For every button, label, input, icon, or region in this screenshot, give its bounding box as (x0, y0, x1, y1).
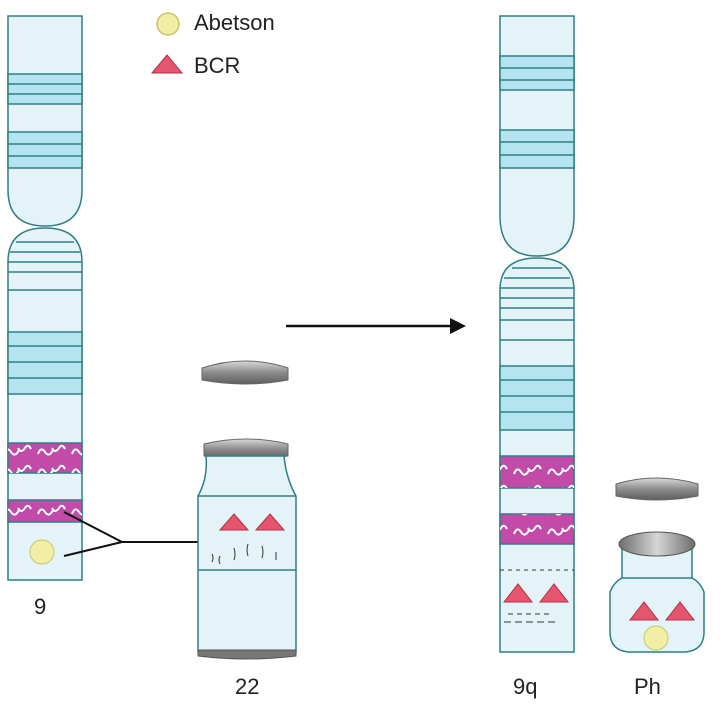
chr22-bcr-triangle-2 (254, 513, 286, 531)
legend-bcr-label: BCR (194, 53, 241, 78)
chr22-bcr-triangle-1 (218, 513, 250, 531)
chr9-magenta-band-2-texture (8, 500, 82, 522)
breakpoint-connector (63, 511, 198, 557)
philadelphia-chromosome (609, 477, 705, 653)
chr9-lower-bands (7, 331, 83, 395)
chr9q-bcr-triangle-1 (502, 583, 534, 603)
chr9q-lower-bands (499, 365, 575, 431)
ph-bcr-triangle-2 (664, 601, 696, 621)
chr9-long-arm (7, 227, 83, 581)
chr22-top-cap (201, 360, 289, 385)
chromosome-9 (7, 15, 83, 581)
chromosome-9-label: 9 (34, 594, 47, 619)
chromosome-9q (499, 15, 575, 653)
chr9-abl-gene-circle (29, 539, 55, 565)
chr9-upper-bands (7, 73, 83, 169)
chr9q-long-arm (499, 257, 575, 653)
philadelphia-label: Ph (634, 674, 661, 699)
arrow-head-icon (450, 318, 466, 334)
chromosome-22 (197, 360, 297, 660)
legend-abelson-label: Abetson (194, 10, 275, 35)
chr9q-bcr-triangle-2 (538, 583, 570, 603)
legend-abelson-icon (156, 12, 180, 36)
ph-abl-gene-circle (643, 625, 669, 651)
ph-neck-cap (618, 531, 696, 557)
chr9-short-arm (7, 15, 83, 227)
chr9q-magenta-band-1-texture (500, 456, 574, 488)
chr9q-centromere-lines (500, 267, 574, 341)
chromosome-9q-label: 9q (513, 674, 538, 699)
ph-bcr-triangle-1 (628, 601, 660, 621)
chr9-centromere-lines (8, 241, 82, 291)
chr22-break-marks (211, 543, 277, 565)
translocation-arrow (286, 318, 466, 334)
chr9q-magenta-band-2-texture (500, 514, 574, 544)
legend (150, 12, 184, 74)
ph-body (609, 547, 705, 653)
chr9q-upper-bands (499, 55, 575, 169)
ph-top-cap (615, 477, 699, 501)
legend-bcr-icon (150, 54, 184, 74)
chromosome-22-label: 22 (235, 674, 260, 699)
chr9-magenta-band-1-texture (8, 443, 82, 473)
chr22-bottom-cap (197, 649, 297, 660)
